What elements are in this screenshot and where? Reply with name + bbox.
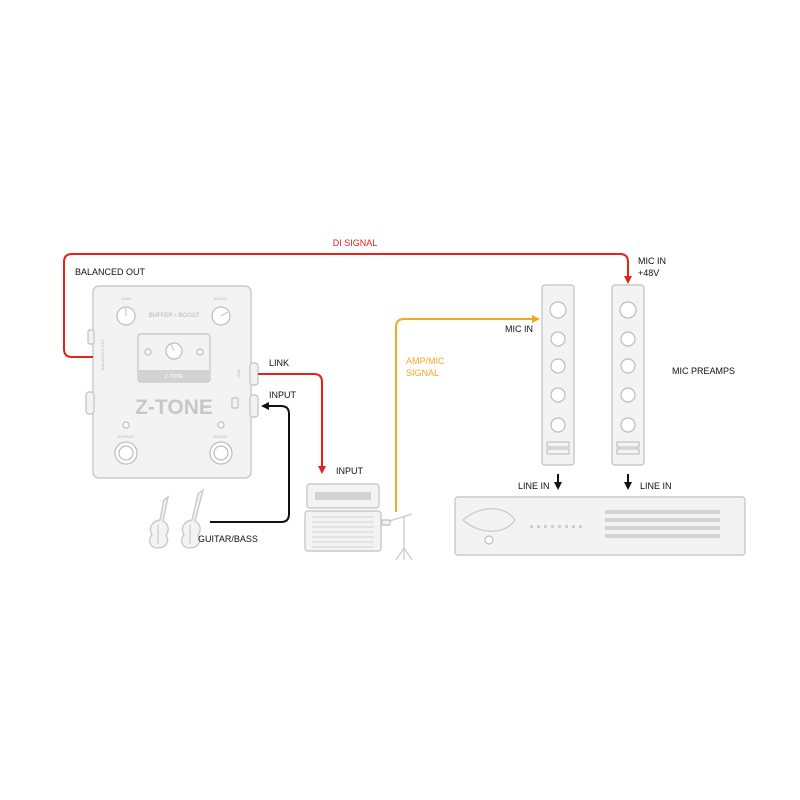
mic-in-48v-label-line2: +48V	[638, 268, 659, 278]
pedal-input-label: INPUT	[269, 390, 297, 400]
amp-cabinet-icon	[304, 510, 382, 552]
mic-preamp-1	[541, 284, 575, 466]
amp-icon	[304, 483, 382, 552]
audio-interface	[454, 496, 746, 556]
amp-mic-signal-label-line1: AMP/MIC	[406, 356, 445, 366]
amp-mic-signal-label-line2: SIGNAL	[406, 368, 439, 378]
pedal-subtitle: BUFFER • BOOST	[148, 313, 199, 319]
di-signal-cable	[63, 253, 632, 358]
pedal-name: Z-TONE	[135, 396, 213, 419]
guitar-icon	[148, 495, 170, 549]
di-signal-label: DI SIGNAL	[333, 238, 378, 248]
mic-in-48v-label-line1: MIC IN	[638, 256, 666, 266]
amp-input-label: INPUT	[336, 466, 364, 476]
line-in-label-right: LINE IN	[640, 481, 672, 491]
amp-mic-signal-cable	[395, 315, 540, 512]
panel-brand: Z-TONE	[165, 374, 184, 380]
boost-knob-label: BOOST	[214, 296, 229, 301]
mic-preamps-label: MIC PREAMPS	[672, 366, 735, 376]
gain-knob-label: GAIN	[121, 296, 131, 301]
svg-text:BALANCED OUT: BALANCED OUT	[100, 338, 105, 370]
line-in-label-left: LINE IN	[518, 481, 550, 491]
boost-footswitch-label: BOOST	[214, 434, 229, 439]
z-tone-pedal: GAIN BOOST BUFFER • BOOST Z-TONE BALANCE…	[85, 285, 259, 479]
bass-icon	[180, 488, 205, 549]
bypass-label: BYPASS	[118, 434, 134, 439]
instrument-cable	[210, 402, 290, 523]
balanced-out-label: BALANCED OUT	[75, 267, 146, 277]
svg-text:LINK: LINK	[236, 369, 241, 378]
link-cable	[258, 373, 326, 474]
mic-in-label: MIC IN	[505, 324, 533, 334]
link-label: LINK	[269, 358, 289, 368]
guitar-bass-label: GUITAR/BASS	[198, 534, 258, 544]
mic-preamp-2	[611, 284, 645, 466]
microphone-stand-icon	[381, 513, 413, 561]
